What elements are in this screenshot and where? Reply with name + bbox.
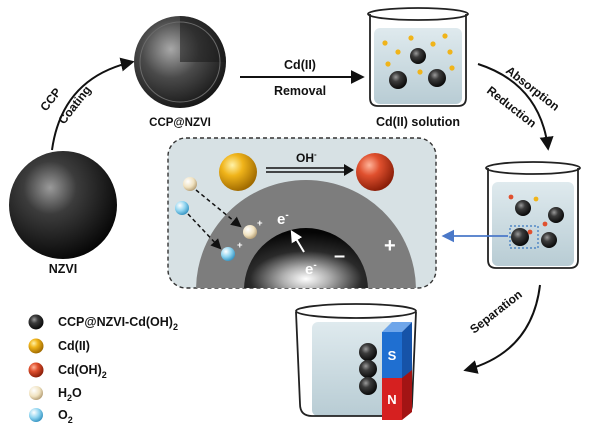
electron-label-top: e- <box>277 210 289 228</box>
h2o-plus-sign: + <box>237 240 243 251</box>
separation-arrow <box>463 284 541 374</box>
coating-label: Coating <box>55 83 94 127</box>
ccp-nzvi-particle <box>134 16 226 108</box>
zoom-box <box>509 225 539 249</box>
legend: CCP@NZVI-Cd(OH)2 Cd(II) Cd(OH)2 H2O O2 <box>28 314 178 425</box>
removal-label: Removal <box>274 84 326 98</box>
nzvi-label: NZVI <box>49 262 77 276</box>
oh-label: OH- <box>296 150 317 165</box>
legend-swatch-h2o <box>29 386 43 400</box>
legend-swatch-cd-oh2 <box>28 362 44 378</box>
legend-item-2: Cd(II) <box>58 339 90 353</box>
magnet-s-label: S <box>388 348 397 363</box>
magnet <box>382 322 412 420</box>
legend-item-3: Cd(OH)2 <box>58 363 107 380</box>
ccp-label: CCP <box>37 85 64 114</box>
electron-label-core: e- <box>305 260 317 278</box>
cd-ii-label: Cd(II) <box>284 58 316 72</box>
legend-swatch-ccp-nzvi-cd-oh2 <box>28 314 44 330</box>
absorption-reduction-arrow <box>477 63 554 151</box>
mechanism-inset <box>167 137 437 289</box>
beaker-reduced <box>485 161 581 269</box>
magnet-n-label: N <box>387 392 396 407</box>
legend-item-4: H2O <box>58 386 82 403</box>
legend-swatch-o2 <box>29 408 43 422</box>
cd-solution-label: Cd(II) solution <box>376 115 460 129</box>
beaker-cd-solution <box>367 7 469 107</box>
nzvi-particle <box>9 151 117 259</box>
legend-item-5: O2 <box>58 408 73 425</box>
legend-swatch-cd-ii <box>28 338 44 354</box>
ccp-nzvi-label: CCP@NZVI <box>149 117 211 129</box>
coating-arrow <box>51 57 135 151</box>
h2o-plus-sign-2: + <box>257 218 263 229</box>
plus-sign: + <box>384 235 396 257</box>
separation-label: Separation <box>467 287 524 336</box>
legend-item-1: CCP@NZVI-Cd(OH)2 <box>58 315 178 332</box>
minus-sign: – <box>334 245 345 267</box>
